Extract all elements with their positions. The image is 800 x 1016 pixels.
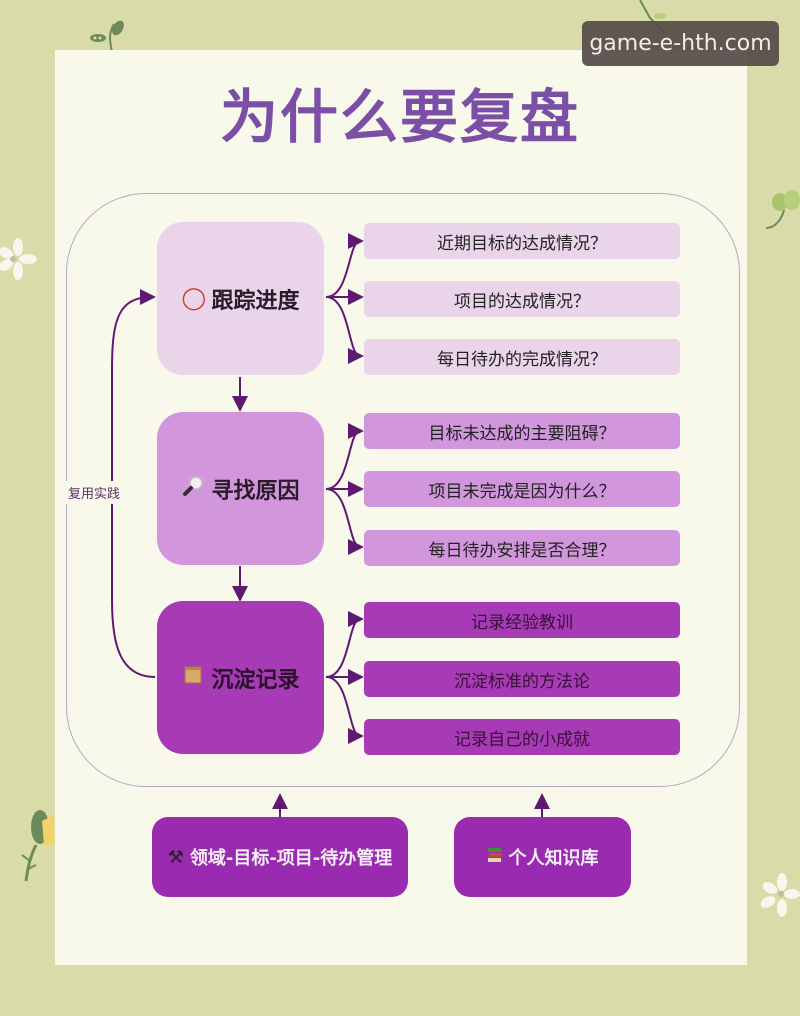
node-label: 个人知识库 (508, 848, 599, 869)
knowledge-base-node: 个人知识库 (454, 817, 631, 897)
node-label: 领域-目标-项目-待办管理 (189, 848, 393, 869)
node-label: 寻找原因 (211, 478, 300, 504)
question-item: 记录经验教训 (364, 602, 680, 638)
magnifier-icon (181, 475, 205, 502)
flower-decoration-icon (760, 873, 800, 917)
page-title: 为什么要复盘 (219, 83, 580, 151)
question-item: 项目未完成是因为什么？ (364, 471, 680, 507)
question-item: 记录自己的小成就 (364, 719, 680, 755)
watermark: game-e-hth.com (582, 21, 779, 66)
find-cause-node: 寻找原因 (157, 412, 324, 565)
clover-leaf-icon (765, 190, 800, 229)
question-item: 每日待办安排是否合理？ (364, 530, 680, 566)
question-item: 近期目标的达成情况？ (364, 223, 680, 259)
reuse-practice-label: 复用实践 (66, 481, 123, 504)
question-item: 沉淀标准的方法论 (364, 661, 680, 697)
node-label: 沉淀记录 (211, 667, 300, 693)
hammer-pick-icon: ⚒ (167, 846, 184, 868)
flower-decoration-icon (0, 238, 37, 280)
track-progress-node: ◯ 跟踪进度 (157, 222, 324, 375)
leaf-sprout-icon (90, 20, 124, 53)
question-item: 每日待办的完成情况？ (364, 339, 680, 375)
management-system-node: ⚒ 领域-目标-项目-待办管理 (152, 817, 408, 897)
tulip-decoration-icon (21, 810, 54, 882)
red-circle-icon: ◯ (181, 286, 207, 311)
record-node: 沉淀记录 (157, 601, 324, 754)
question-item: 项目的达成情况？ (364, 281, 680, 317)
scroll-icon (181, 665, 205, 690)
question-item: 目标未达成的主要阻碍？ (364, 413, 680, 449)
books-icon (487, 846, 503, 869)
node-label: 跟踪进度 (211, 288, 300, 314)
